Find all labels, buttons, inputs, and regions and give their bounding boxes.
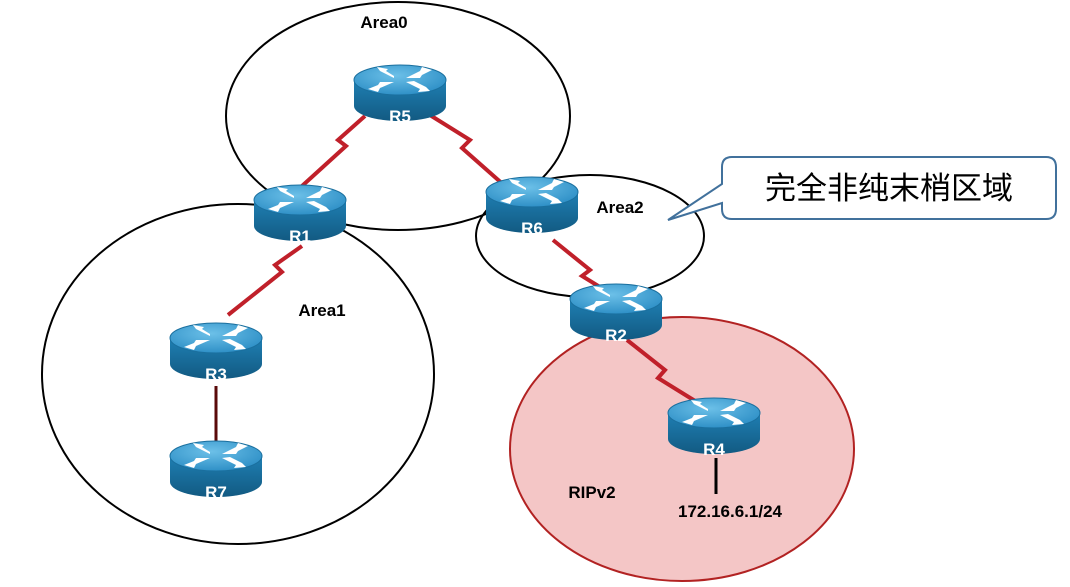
- router-r2[interactable]: R2: [569, 283, 663, 345]
- link-r6-r2: [551, 238, 610, 294]
- area1-label: Area1: [298, 301, 345, 320]
- callout-box: 完全非纯末梢区域: [667, 156, 1057, 221]
- router-r1[interactable]: R1: [253, 184, 347, 246]
- area0-label: Area0: [360, 13, 407, 32]
- link-r1-r3: [226, 244, 304, 317]
- router-r1-label: R1: [289, 227, 311, 246]
- router-r4-label: R4: [703, 440, 725, 459]
- router-r7-label: R7: [205, 483, 227, 502]
- router-r5[interactable]: R5: [353, 64, 447, 126]
- router-r6-label: R6: [521, 219, 543, 238]
- router-r2-label: R2: [605, 326, 627, 345]
- router-r4[interactable]: R4: [667, 397, 761, 459]
- area2-label: Area2: [596, 198, 643, 217]
- router-r6[interactable]: R6: [485, 176, 579, 238]
- link-r5-r6: [423, 110, 507, 188]
- callout-text: 完全非纯末梢区域: [765, 171, 1013, 207]
- router-r3[interactable]: R3: [169, 322, 263, 384]
- area1-boundary: [41, 203, 435, 545]
- router-r5-label: R5: [389, 107, 411, 126]
- area0-boundary: [225, 1, 571, 231]
- router-r3-label: R3: [205, 365, 227, 384]
- router-r7[interactable]: R7: [169, 440, 263, 502]
- link-r2-r4: [625, 338, 702, 406]
- link-r5-r1: [300, 114, 367, 188]
- rip-label: RIPv2: [568, 483, 615, 502]
- network-address-label: 172.16.6.1/24: [678, 502, 783, 521]
